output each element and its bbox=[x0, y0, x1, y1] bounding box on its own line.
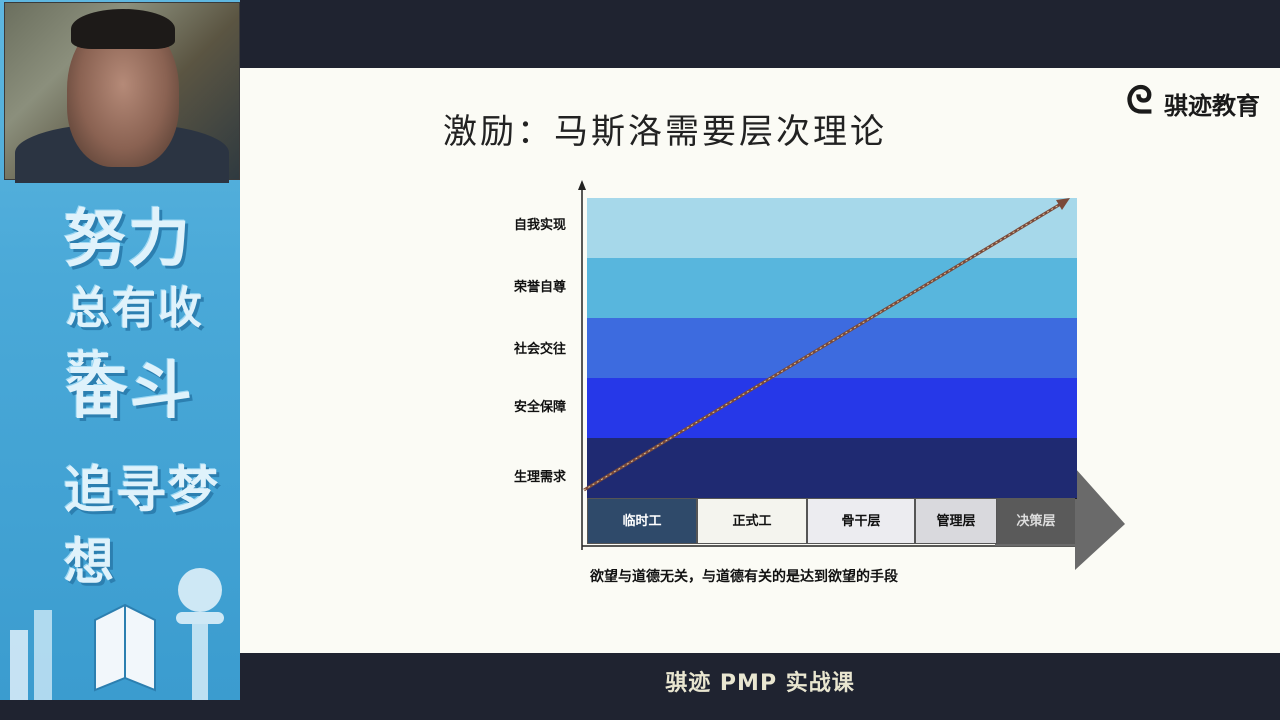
slide-title: 激励：马斯洛需要层次理论 bbox=[443, 112, 887, 152]
slide-canvas: 激励：马斯洛需要层次理论 ᘓ 骐迹教育 自我实现 荣誉自尊 社会交往 安全保障 … bbox=[240, 68, 1280, 653]
slogan-line-1: 努力 bbox=[64, 202, 193, 275]
presenter-hair bbox=[71, 9, 175, 49]
stage-box: 决策层 bbox=[997, 498, 1075, 544]
stage-box: 正式工 bbox=[697, 498, 807, 544]
band-level-2 bbox=[587, 318, 1077, 379]
band-level-0 bbox=[587, 198, 1077, 259]
bottom-bar: 骐迹 PMP 实战课 bbox=[240, 653, 1280, 720]
logo-icon: ᘓ bbox=[1126, 78, 1153, 122]
course-title: 骐迹 PMP 实战课 bbox=[665, 671, 855, 696]
stage-box: 骨干层 bbox=[807, 498, 915, 544]
stage-box: 临时工 bbox=[587, 498, 697, 544]
maslow-chart: 自我实现 荣誉自尊 社会交往 安全保障 生理需求 临时工 正式工 骨干层 管理层… bbox=[514, 178, 1130, 588]
sidebar-bottom-strip bbox=[0, 700, 240, 720]
level-label: 安全保障 bbox=[514, 400, 567, 415]
level-label: 自我实现 bbox=[514, 218, 567, 233]
stage-box: 管理层 bbox=[915, 498, 997, 544]
band-level-1 bbox=[587, 258, 1077, 319]
level-label: 社会交往 bbox=[514, 342, 567, 357]
band-level-4 bbox=[587, 438, 1077, 499]
slogan-line-3: 奋斗 bbox=[66, 354, 195, 427]
book-illustration bbox=[10, 568, 224, 700]
level-label: 荣誉自尊 bbox=[514, 280, 567, 295]
webcam-feed bbox=[4, 2, 240, 183]
logo-text: 骐迹教育 bbox=[1164, 92, 1260, 120]
sidebar-banner: 努力 总有收获 奋斗 追寻梦想 bbox=[0, 0, 240, 700]
brand-logo: ᘓ 骐迹教育 bbox=[1126, 78, 1276, 122]
level-label: 生理需求 bbox=[514, 470, 567, 485]
slogan-line-2: 总有收获 bbox=[66, 283, 204, 398]
band-level-3 bbox=[587, 378, 1077, 439]
slogan-line-4: 追寻梦想 bbox=[64, 461, 220, 591]
slide-caption: 欲望与道德无关，与道德有关的是达到欲望的手段 bbox=[590, 569, 898, 585]
